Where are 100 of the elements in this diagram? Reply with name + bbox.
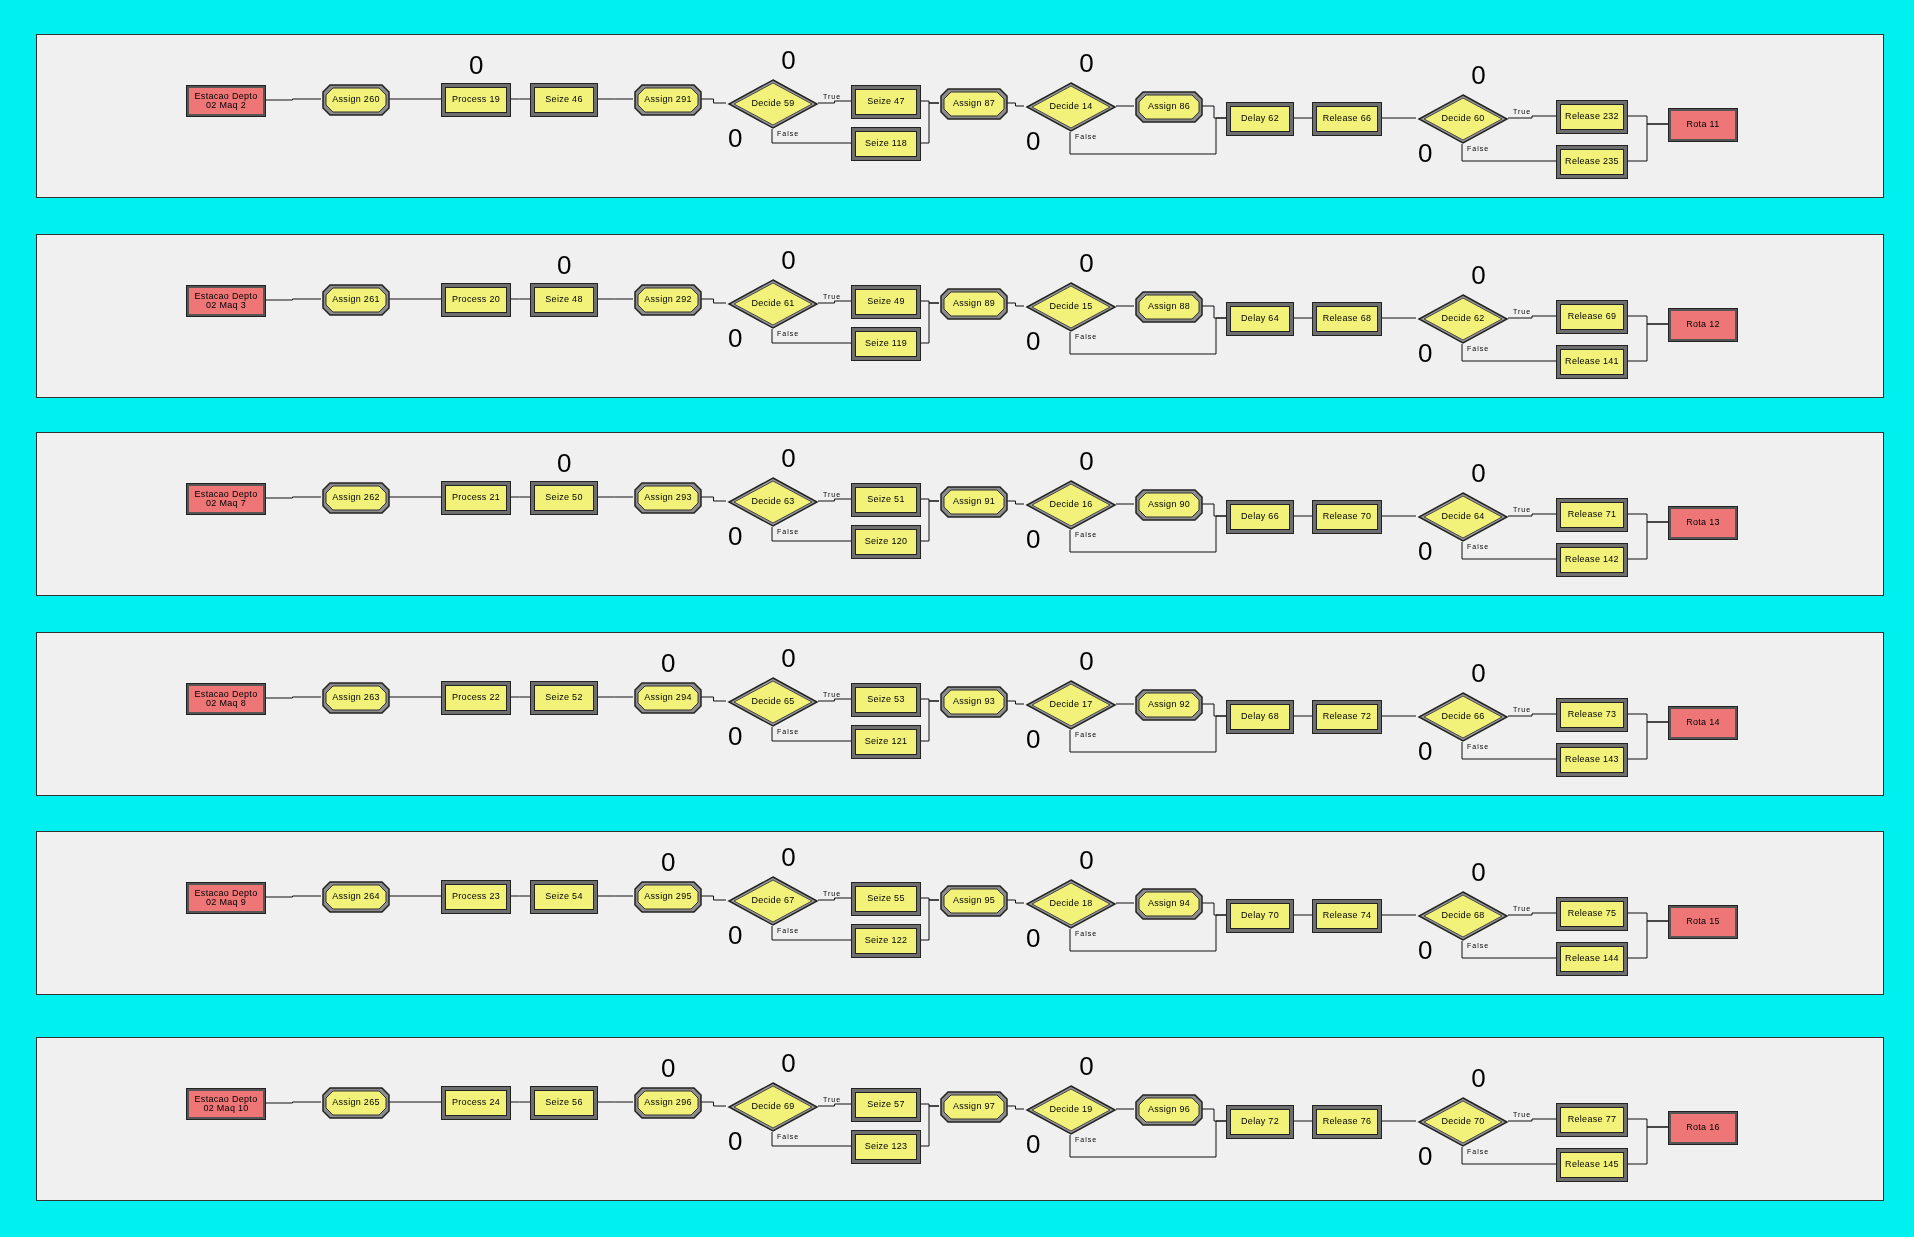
module-label: Estacao Depto 02 Maq 8 xyxy=(193,689,259,709)
connector xyxy=(1379,515,1417,517)
module-label: Release 145 xyxy=(1564,1160,1620,1170)
connector xyxy=(1291,715,1313,717)
release-module xyxy=(1313,103,1381,135)
module-label: Release 77 xyxy=(1566,1115,1618,1125)
model-panel xyxy=(36,831,1884,995)
assign-module xyxy=(940,885,1008,917)
release-module xyxy=(1313,701,1381,733)
module-label: Release 144 xyxy=(1564,954,1620,964)
decide-diamond xyxy=(1025,1084,1117,1136)
module-label: Seize 122 xyxy=(863,936,909,946)
process-module xyxy=(442,1087,510,1119)
module-label: Delay 66 xyxy=(1240,512,1280,522)
station-block xyxy=(187,1089,265,1119)
connector xyxy=(1507,1118,1557,1122)
module-label: Decide 65 xyxy=(750,697,796,707)
decide-diamond xyxy=(1417,890,1509,942)
connector xyxy=(1625,920,1669,959)
connector xyxy=(1461,343,1557,362)
assign-module xyxy=(634,84,702,116)
connector xyxy=(1006,500,1025,505)
connector xyxy=(595,696,634,698)
connector xyxy=(595,298,634,300)
module-label: Process 22 xyxy=(451,693,501,703)
release-module xyxy=(1557,943,1627,975)
assign-module xyxy=(322,682,390,714)
route-block xyxy=(1669,507,1737,539)
connector xyxy=(1115,305,1135,307)
connector xyxy=(1006,102,1025,107)
counter-value: 0 xyxy=(1471,262,1486,288)
connector xyxy=(1201,503,1227,517)
connector xyxy=(1379,117,1417,119)
connector xyxy=(1379,715,1417,717)
module-label: Decide 18 xyxy=(1048,899,1094,909)
connector xyxy=(1379,317,1417,319)
counter-value: 0 xyxy=(1026,526,1041,552)
assign-module xyxy=(322,84,390,116)
counter-value: 0 xyxy=(1418,538,1433,564)
module-label: Delay 72 xyxy=(1240,1117,1280,1127)
connector xyxy=(700,895,727,901)
assign-module xyxy=(634,482,702,514)
release-module xyxy=(1557,146,1627,178)
release-module xyxy=(1557,499,1627,531)
counter-value: 0 xyxy=(728,523,743,549)
assign-module xyxy=(322,881,390,913)
release-module xyxy=(1313,303,1381,335)
counter-value: 0 xyxy=(781,47,796,73)
counter-value: 0 xyxy=(1079,448,1094,474)
counter-value: 0 xyxy=(728,325,743,351)
assign-module xyxy=(322,1087,390,1119)
connector xyxy=(1625,1126,1669,1165)
decide-diamond xyxy=(1025,878,1117,930)
release-module xyxy=(1557,699,1627,731)
module-label: Process 20 xyxy=(451,295,501,305)
delay-module xyxy=(1227,103,1293,135)
module-label: Seize 54 xyxy=(544,892,584,902)
module-label: Assign 94 xyxy=(1146,899,1192,909)
connector xyxy=(508,98,531,100)
connector xyxy=(1507,315,1557,319)
assign-module xyxy=(1135,689,1203,721)
connector xyxy=(1379,914,1417,916)
connector xyxy=(817,100,852,104)
module-label: Delay 64 xyxy=(1240,314,1280,324)
connector xyxy=(388,696,442,698)
connector xyxy=(388,98,442,100)
decide-diamond xyxy=(1417,491,1509,543)
connector xyxy=(595,98,634,100)
connector xyxy=(918,1105,940,1147)
module-label: Rota 15 xyxy=(1685,917,1721,927)
connector xyxy=(1201,1108,1227,1122)
module-label: Assign 97 xyxy=(951,1102,997,1112)
assign-module xyxy=(1135,291,1203,323)
module-label: Seize 120 xyxy=(863,537,909,547)
module-label: Seize 52 xyxy=(544,693,584,703)
module-label: Seize 118 xyxy=(863,139,909,149)
connector xyxy=(388,298,442,300)
counter-value: 0 xyxy=(781,844,796,870)
connector xyxy=(1201,105,1227,119)
module-label: Decide 61 xyxy=(750,299,796,309)
seize-module xyxy=(852,484,920,516)
module-label: Assign 291 xyxy=(643,95,693,105)
counter-value: 0 xyxy=(728,922,743,948)
counter-value: 0 xyxy=(557,252,572,278)
module-label: Release 74 xyxy=(1321,911,1373,921)
connector xyxy=(817,498,852,502)
release-module xyxy=(1313,501,1381,533)
module-label: Release 68 xyxy=(1321,314,1373,324)
connector xyxy=(1201,902,1227,916)
counter-value: 0 xyxy=(1418,738,1433,764)
seize-module xyxy=(531,881,597,913)
module-label: Seize 47 xyxy=(866,97,906,107)
module-label: Release 66 xyxy=(1321,114,1373,124)
release-module xyxy=(1557,301,1627,333)
module-label: Release 72 xyxy=(1321,712,1373,722)
module-label: Assign 295 xyxy=(643,892,693,902)
delay-module xyxy=(1227,1106,1293,1138)
connector xyxy=(771,128,852,144)
connector xyxy=(263,496,322,499)
counter-value: 0 xyxy=(469,52,484,78)
